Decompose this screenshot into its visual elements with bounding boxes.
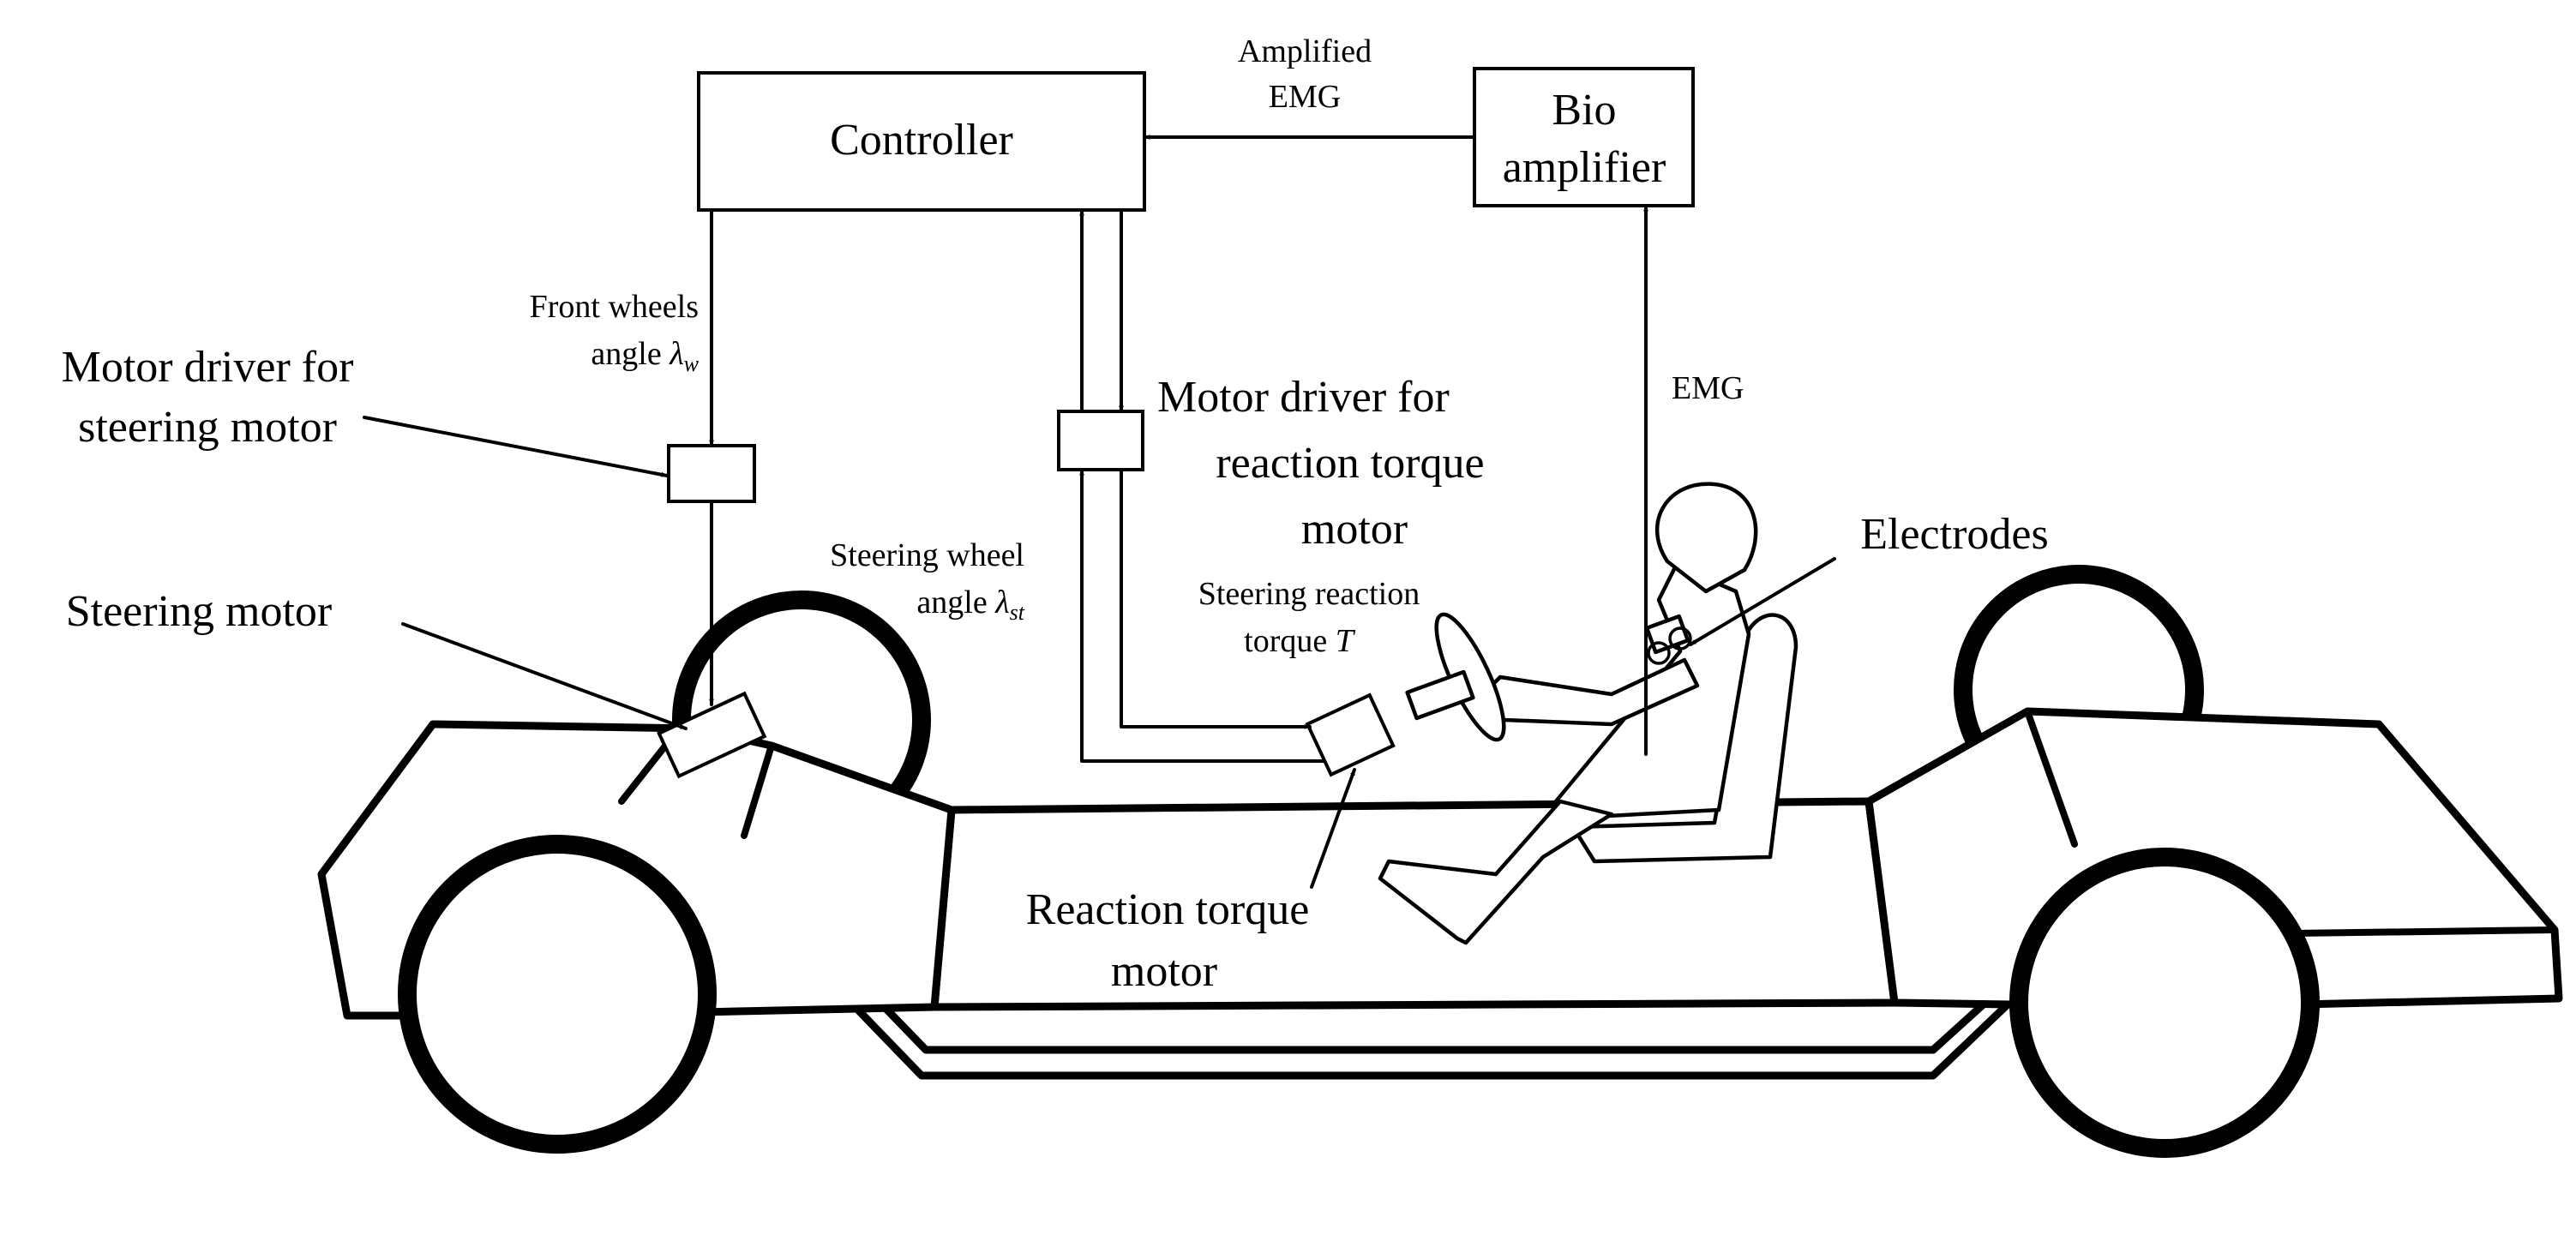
rear-body-line [2024,708,2078,848]
signal-lines [709,135,1648,763]
motor-driver-steering-label-1: Motor driver for [62,343,354,392]
steering-wheel-angle-arrow [1079,468,1326,763]
electrode-ring-1 [1647,641,1671,665]
labels: Controller Bio amplifier Amplified EMG E… [62,33,2049,996]
motor-driver-reaction-label-3: motor [1301,505,1408,554]
reaction-torque-motor-block [1305,692,1396,777]
steering-column [1405,669,1475,721]
electrodes-label: Electrodes [1860,510,2048,559]
motor-driver-reaction-label-1: Motor driver for [1157,373,1450,422]
bio-amplifier-label-1: Bio [1552,86,1616,135]
emg-label: EMG [1672,370,1744,406]
motor-driver-steering-pointer [363,416,669,477]
reaction-torque-motor-label-1: Reaction torque [1026,885,1310,934]
steering-motor-pointer [401,622,688,730]
controller-block [697,71,1146,212]
front-fender-line [741,742,775,839]
steering-reaction-label-2: torque T [1244,623,1356,659]
steering-wheel-label-1: Steering wheel [830,537,1024,573]
reaction-torque-motor-pointer [1310,768,1356,889]
rear-wheel [2009,848,2320,1158]
electrode-ring-2 [1668,626,1692,650]
controller-label: Controller [830,116,1013,165]
driver-leg [1378,799,1614,945]
bio-amplifier-label-2: amplifier [1503,143,1666,192]
driver-head [1655,482,1758,594]
amplified-emg-label-1: Amplified [1238,33,1372,69]
electrodes-pointer [1689,557,1836,646]
steering-motor-block [657,691,767,779]
steering-reaction-torque-arrow [1120,468,1312,729]
steering-reaction-label-1: Steering reaction [1198,576,1420,612]
vehicle [317,565,2563,1158]
motor-driver-steering-block [667,444,756,503]
callouts [363,416,1836,889]
front-wheels-label-2: angle λw [591,336,699,376]
steering-wheel-label-2: angle λst [916,585,1024,625]
motor-driver-steering-label-2: steering motor [78,403,337,452]
front-wheel [398,835,717,1154]
driver [1378,482,1798,945]
control-blocks [657,67,1695,779]
seat [1570,613,1798,864]
reaction-torque-motor-label-2: motor [1111,947,1217,996]
motor-driver-reaction-label-2: reaction torque [1216,439,1484,488]
motor-driver-reaction-block [1057,410,1144,471]
bio-amplifier-block [1473,67,1695,207]
front-wheels-label-1: Front wheels [530,289,699,325]
front-body-edge [318,721,436,878]
steering-motor-label: Steering motor [66,587,333,636]
amplified-emg-label-2: EMG [1269,79,1341,115]
